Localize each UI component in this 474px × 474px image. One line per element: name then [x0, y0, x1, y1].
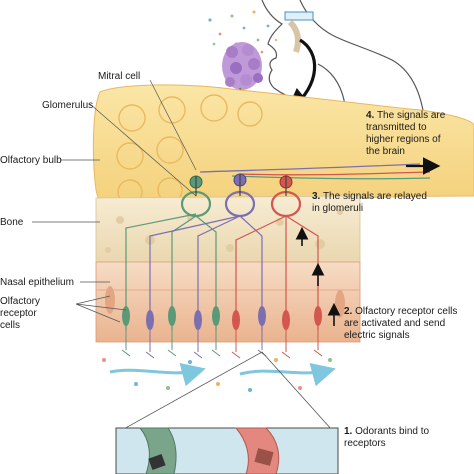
- step-line: receptors: [344, 438, 386, 449]
- bulb-glomeruli: [116, 94, 263, 205]
- zoom-lines: [121, 351, 333, 431]
- cilia: [121, 326, 323, 359]
- step-4-caption: 4. The signals are transmitted to higher…: [366, 110, 474, 158]
- step-2-caption: 2. Olfactory receptor cells are activate…: [344, 306, 474, 342]
- step-number: 4.: [366, 110, 375, 121]
- mitral-cell-label: Mitral cell: [98, 71, 141, 82]
- step-line: are activated and send: [344, 318, 446, 329]
- mucus-flow: [109, 363, 336, 387]
- step-line: Olfactory receptor cells: [355, 306, 458, 317]
- step-number: 1.: [344, 426, 353, 437]
- step-line: electric signals: [344, 330, 410, 341]
- olfactory-bulb-label: Olfactory bulb: [0, 155, 62, 166]
- nasal-cavity-box: [284, 11, 314, 21]
- step-line: The signals are relayed: [322, 191, 427, 202]
- nasal-passage: [287, 19, 301, 53]
- step-number: 3.: [312, 191, 321, 202]
- label-leaders: [32, 79, 197, 323]
- bone-label: Bone: [0, 217, 24, 228]
- receptor-cells-label-line2: receptor: [0, 308, 37, 319]
- step-3-caption: 3. The signals are relayed in glomeruli: [312, 191, 472, 215]
- axon-tract: [199, 163, 431, 180]
- step-line: in glomeruli: [312, 203, 364, 214]
- step-line: higher regions of: [366, 134, 441, 145]
- step-line: the brain: [366, 146, 405, 157]
- nasal-epithelium-layer: [95, 261, 361, 343]
- glomerulus-label: Glomerulus: [42, 100, 94, 111]
- receptor-axons: [125, 174, 319, 330]
- step-1-caption: 1. Odorants bind to receptors: [344, 426, 474, 450]
- receptor-cells-label-line1: Olfactory: [0, 296, 41, 307]
- odorant-particles: [102, 358, 332, 392]
- step-line: Odorants bind to: [355, 426, 430, 437]
- receptor-zoom-detail: [138, 427, 280, 474]
- step-number: 2.: [344, 306, 353, 317]
- nasal-epithelium-label: Nasal epithelium: [0, 277, 74, 288]
- receptor-cells-label-line3: cells: [0, 320, 21, 331]
- step-line: transmitted to: [366, 122, 427, 133]
- step-arrows: [295, 226, 341, 326]
- step-line: The signals are: [376, 110, 446, 121]
